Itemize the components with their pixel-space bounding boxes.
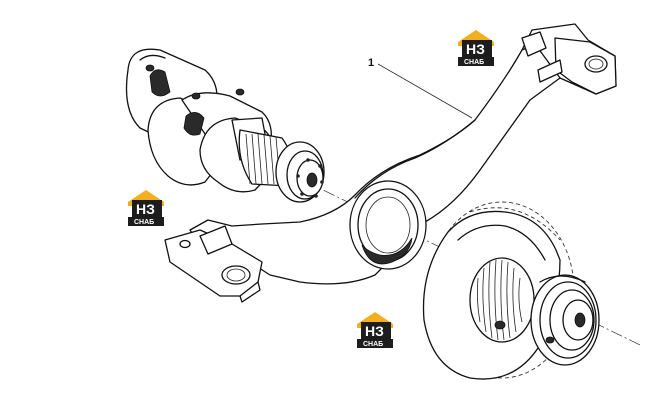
watermark-logo-top: НЗ СНАБ [458, 30, 494, 66]
logo-top-text: НЗ [136, 201, 155, 217]
callout-1: 1 [368, 57, 473, 119]
logo-bottom-text: СНАБ [363, 341, 383, 348]
callout-1-leader [377, 63, 473, 119]
axle-beam [164, 23, 617, 303]
watermark-logo-left: НЗ СНАБ [128, 190, 164, 226]
drum-assembly [422, 201, 600, 380]
callout-1-label: 1 [368, 57, 374, 69]
logo-top-text: НЗ [466, 41, 485, 57]
logo-top-text: НЗ [365, 323, 384, 339]
logo-bottom-text: СНАБ [464, 59, 484, 66]
shaft-assembly [125, 48, 325, 203]
logo-bottom-text: СНАБ [134, 219, 154, 226]
watermark-logo-bottom: НЗ СНАБ [357, 312, 393, 348]
